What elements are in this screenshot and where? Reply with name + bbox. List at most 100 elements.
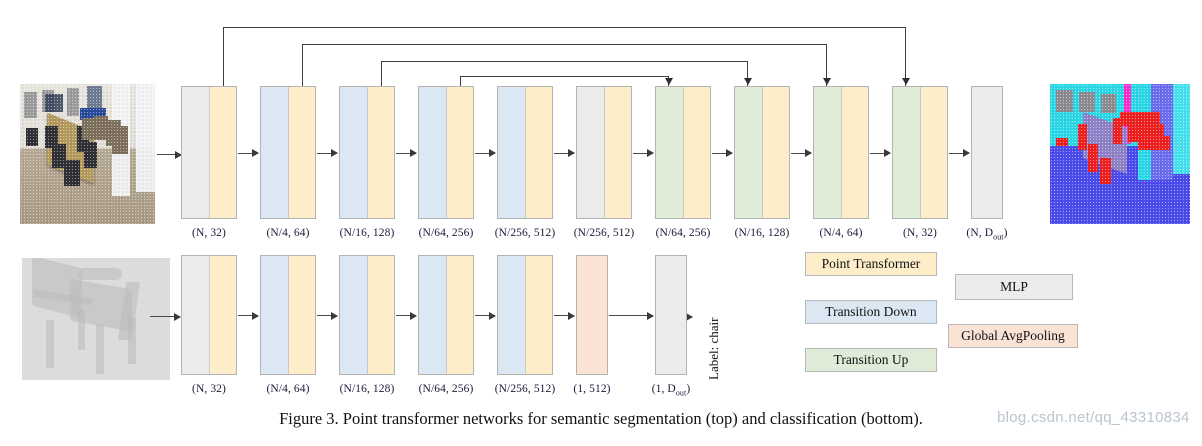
legend-label-transition-down: Transition Down bbox=[825, 304, 917, 319]
watermark: blog.csdn.net/qq_43310834 bbox=[997, 409, 1190, 426]
cls-block-6-bar-global-avgpooling bbox=[577, 256, 607, 374]
seg-block-2-bar-transition-down bbox=[261, 87, 288, 218]
cls-block-3-bar-transition-down bbox=[340, 256, 367, 374]
cls-block-5-bar-point-transformer bbox=[525, 256, 552, 374]
seg-block-10 bbox=[892, 86, 948, 219]
seg-arrow-8-to-9 bbox=[791, 149, 812, 157]
skip-connection-4-arrowhead bbox=[665, 78, 673, 85]
seg-arrow-3-to-4 bbox=[396, 149, 417, 157]
cls-arrow-3-to-4 bbox=[396, 311, 417, 320]
seg-block-4-label: (N/64, 256) bbox=[418, 227, 474, 239]
seg-arrow-7-to-8 bbox=[712, 149, 733, 157]
cls-arrow-6-to-7 bbox=[609, 311, 654, 320]
seg-arrow-1-to-2 bbox=[238, 149, 259, 157]
skip-connection-3-arrowhead bbox=[744, 78, 752, 85]
seg-block-6 bbox=[576, 86, 632, 219]
seg-block-9 bbox=[813, 86, 869, 219]
legend-item-transition-up: Transition Up bbox=[805, 348, 937, 372]
skip-connection-1 bbox=[223, 27, 906, 86]
cls-block-1-bar-mlp bbox=[182, 256, 209, 374]
legend-item-global-avgpooling: Global AvgPooling bbox=[948, 324, 1078, 348]
cls-block-5 bbox=[497, 255, 553, 375]
skip-connection-1-arrowhead bbox=[902, 78, 910, 85]
seg-block-10-bar-transition-up bbox=[893, 87, 920, 218]
cls-block-5-label: (N/256, 512) bbox=[494, 383, 556, 395]
cls-block-3-bar-point-transformer bbox=[367, 256, 394, 374]
cls-block-7 bbox=[655, 255, 687, 375]
seg-arrow-6-to-7 bbox=[633, 149, 654, 157]
seg-block-10-bar-point-transformer bbox=[920, 87, 947, 218]
seg-block-2 bbox=[260, 86, 316, 219]
skip-connection-3 bbox=[381, 61, 748, 86]
seg-block-2-label: (N/4, 64) bbox=[266, 227, 310, 239]
seg-block-3 bbox=[339, 86, 395, 219]
seg-block-5-label: (N/256, 512) bbox=[494, 227, 556, 239]
seg-arrow-5-to-6 bbox=[554, 149, 575, 157]
seg-block-9-bar-transition-up bbox=[814, 87, 841, 218]
seg-block-8-bar-point-transformer bbox=[762, 87, 789, 218]
skip-connection-2-arrowhead bbox=[823, 78, 831, 85]
seg-block-4-bar-point-transformer bbox=[446, 87, 473, 218]
seg-block-5 bbox=[497, 86, 553, 219]
cls-block-7-label: (1, Dout) bbox=[651, 383, 691, 398]
seg-block-10-label: (N, 32) bbox=[903, 227, 937, 239]
cls-block-1-bar-point-transformer bbox=[209, 256, 236, 374]
cls-block-7-bar-mlp bbox=[656, 256, 686, 374]
seg-block-9-label: (N/4, 64) bbox=[819, 227, 863, 239]
seg-block-1 bbox=[181, 86, 237, 219]
skip-connection-2 bbox=[302, 44, 827, 86]
figure-caption: Figure 3. Point transformer networks for… bbox=[279, 409, 923, 428]
legend-label-mlp: MLP bbox=[1000, 279, 1028, 294]
seg-block-6-bar-mlp bbox=[577, 87, 604, 218]
seg-block-7 bbox=[655, 86, 711, 219]
output-segmentation-image bbox=[1050, 84, 1190, 224]
seg-block-11-label: (N, Dout) bbox=[966, 227, 1008, 242]
cls-block-2-label: (N/4, 64) bbox=[266, 383, 310, 395]
cls-block-4-bar-transition-down bbox=[419, 256, 446, 374]
seg-block-1-label: (N, 32) bbox=[192, 227, 226, 239]
cls-block-3 bbox=[339, 255, 395, 375]
legend-item-point-transformer: Point Transformer bbox=[805, 252, 937, 276]
classification-output-label: Label: chair bbox=[706, 317, 721, 380]
cls-arrow-5-to-6 bbox=[554, 311, 575, 320]
cls-block-5-bar-transition-down bbox=[498, 256, 525, 374]
seg-arrow-10-to-11 bbox=[949, 149, 970, 157]
seg-block-5-bar-point-transformer bbox=[525, 87, 552, 218]
seg-arrow-9-to-10 bbox=[870, 149, 891, 157]
seg-block-1-bar-mlp bbox=[182, 87, 209, 218]
arrow-input-to-block-1 bbox=[157, 150, 182, 159]
seg-block-2-bar-point-transformer bbox=[288, 87, 315, 218]
cls-block-6 bbox=[576, 255, 608, 375]
seg-block-3-label: (N/16, 128) bbox=[339, 227, 395, 239]
skip-connection-4 bbox=[460, 76, 669, 86]
cls-block-4-bar-point-transformer bbox=[446, 256, 473, 374]
legend-item-transition-down: Transition Down bbox=[805, 300, 937, 324]
cls-block-6-label: (1, 512) bbox=[573, 383, 611, 395]
cls-block-2-bar-transition-down bbox=[261, 256, 288, 374]
cls-block-2 bbox=[260, 255, 316, 375]
seg-block-7-bar-point-transformer bbox=[683, 87, 710, 218]
cls-arrow-2-to-3 bbox=[317, 311, 338, 320]
seg-block-6-label: (N/256, 512) bbox=[573, 227, 635, 239]
cls-block-1 bbox=[181, 255, 237, 375]
cls-block-2-bar-point-transformer bbox=[288, 256, 315, 374]
seg-block-9-bar-point-transformer bbox=[841, 87, 868, 218]
legend-item-mlp: MLP bbox=[955, 274, 1073, 300]
seg-block-3-bar-transition-down bbox=[340, 87, 367, 218]
seg-block-1-bar-point-transformer bbox=[209, 87, 236, 218]
legend-label-global-avgpooling: Global AvgPooling bbox=[961, 328, 1065, 343]
seg-block-8-bar-transition-up bbox=[735, 87, 762, 218]
legend-label-point-transformer: Point Transformer bbox=[821, 256, 921, 271]
seg-block-8 bbox=[734, 86, 790, 219]
seg-arrow-2-to-3 bbox=[317, 149, 338, 157]
seg-arrow-4-to-5 bbox=[475, 149, 496, 157]
seg-block-4 bbox=[418, 86, 474, 219]
seg-block-6-bar-point-transformer bbox=[604, 87, 631, 218]
seg-block-4-bar-transition-down bbox=[419, 87, 446, 218]
seg-block-11-bar-mlp bbox=[972, 87, 1002, 218]
seg-block-7-label: (N/64, 256) bbox=[655, 227, 711, 239]
seg-block-8-label: (N/16, 128) bbox=[734, 227, 790, 239]
seg-block-3-bar-point-transformer bbox=[367, 87, 394, 218]
legend-label-transition-up: Transition Up bbox=[833, 352, 909, 367]
